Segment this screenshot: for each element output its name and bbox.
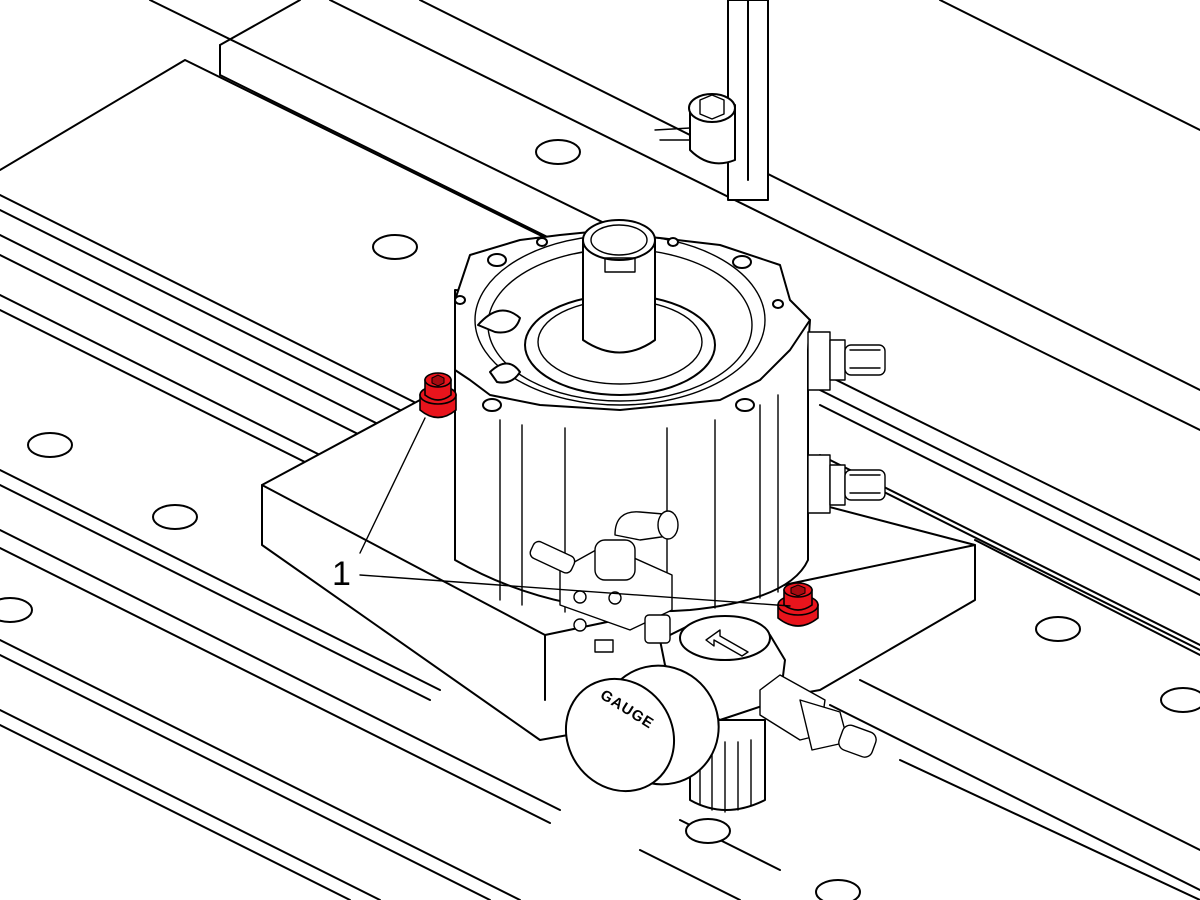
valve-assembly: [529, 510, 679, 653]
highlighted-screw-left: [419, 372, 457, 419]
leader-line-right: [359, 574, 791, 607]
vertical-post: [654, 0, 769, 201]
leader-line-left: [359, 417, 426, 554]
callout-1: 1: [332, 417, 791, 607]
air-fitting-upper: [807, 331, 886, 391]
callout-number: 1: [332, 555, 351, 593]
highlighted-screw-right: [777, 582, 819, 627]
pressure-regulator: GAUGE: [564, 614, 877, 813]
pressure-gauge: GAUGE: [564, 664, 720, 793]
quick-coupler: [759, 674, 877, 758]
air-fitting-lower: [807, 454, 886, 514]
pneumatic-cylinder: [454, 219, 811, 613]
